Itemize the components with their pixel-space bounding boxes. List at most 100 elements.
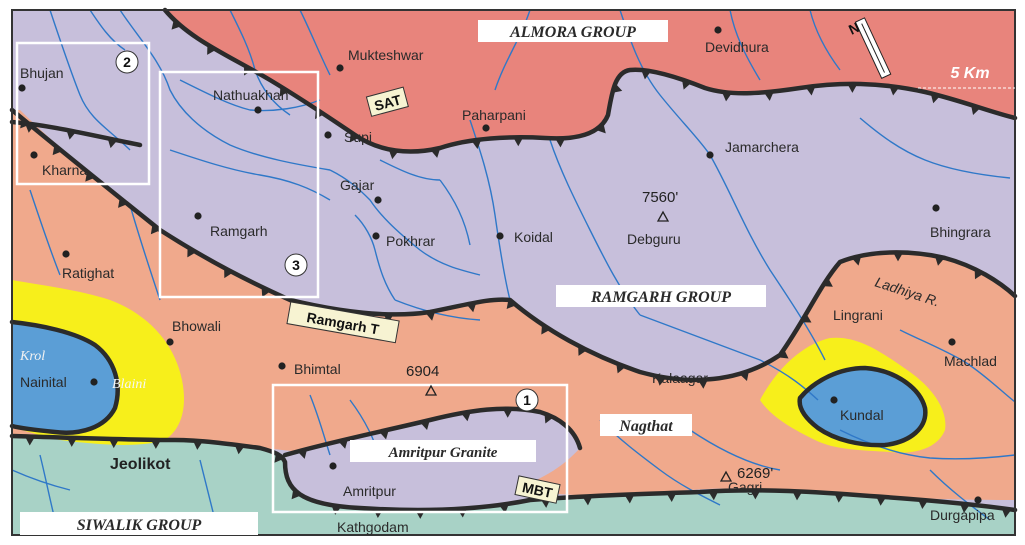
- thrust-tooth: [420, 420, 430, 430]
- place-label-paharpani: Paharpani: [462, 107, 526, 123]
- mbt-fault-label: MBT: [521, 479, 554, 501]
- thrust-tooth: [107, 138, 118, 149]
- thrust-tooth: [1001, 508, 1012, 518]
- place-label-bhujan: Bhujan: [20, 65, 64, 81]
- thrust-tooth: [616, 363, 626, 374]
- thrust-tooth: [544, 413, 554, 424]
- thrust-tooth: [279, 86, 289, 97]
- thrust-tooth: [425, 310, 436, 321]
- place-label-bhingrara: Bhingrara: [930, 224, 991, 240]
- sat-fault-label: SAT: [373, 91, 404, 114]
- kundal-contact: [797, 365, 928, 448]
- thrust-tooth: [763, 91, 774, 101]
- thrust-tooth: [721, 91, 732, 102]
- thrust-tooth: [331, 505, 342, 515]
- thrust-tooth: [24, 123, 35, 133]
- thrust-tooth: [822, 277, 833, 287]
- nagthat-label: Nagthat: [618, 418, 673, 435]
- peak-triangle-icon: [424, 384, 438, 396]
- place-dot-durgapipa: [974, 496, 982, 504]
- thrust-tooth: [502, 408, 513, 418]
- thrust-tooth: [697, 379, 708, 389]
- thrust-tooth: [612, 83, 623, 93]
- study-box-label-3: 3: [292, 257, 300, 273]
- place-dot-nathuakhan: [254, 106, 262, 114]
- place-label-kharna: Kharna: [42, 162, 87, 178]
- study-box-label-1: 1: [523, 392, 531, 408]
- place-label-supi: Supi: [344, 129, 372, 145]
- thrust-tooth: [876, 496, 887, 506]
- thrust-tooth: [466, 302, 477, 313]
- place-label-jamarchera: Jamarchera: [725, 139, 799, 155]
- place-dot-paharpani: [482, 124, 490, 132]
- study-area-boxes: [15, 41, 569, 514]
- place-label-ramgarh: Ramgarh: [210, 223, 268, 239]
- place-dot-kharna: [30, 151, 38, 159]
- thrust-tooth: [847, 83, 858, 93]
- thrust-tooth: [171, 19, 182, 30]
- place-label-durgapipa: Durgapipa: [930, 507, 995, 523]
- place-label-koidal: Koidal: [514, 229, 553, 245]
- peak-elevation-bhimtal: 6904: [406, 363, 439, 380]
- place-label-kathgodam: Kathgodam: [337, 519, 409, 535]
- thrust-tooth: [513, 137, 524, 147]
- thrust-tooth: [708, 491, 719, 501]
- thrust-tooth: [656, 375, 667, 386]
- study-box-2: [15, 41, 151, 186]
- thrust-tooth: [379, 429, 389, 440]
- siwalik-group-label: SIWALIK GROUP: [77, 517, 202, 534]
- thrust-tooth: [681, 79, 692, 90]
- place-dot-pokhrar: [372, 232, 380, 240]
- thrust-tooth: [851, 255, 862, 266]
- place-label-ratighat: Ratighat: [62, 265, 114, 281]
- thrust-tooth: [108, 438, 119, 449]
- thrust-tooth: [805, 85, 816, 96]
- thrust-tooth: [930, 93, 941, 104]
- place-dot-ramgarh: [194, 212, 202, 220]
- thrust-tooth: [750, 490, 761, 500]
- place-dot-amritpur: [329, 462, 337, 470]
- ramgarh-group-label: RAMGARH GROUP: [590, 289, 731, 306]
- thrust-tooth: [666, 492, 677, 502]
- place-label-mukteshwar: Mukteshwar: [348, 47, 424, 63]
- place-dot-mukteshwar: [336, 64, 344, 72]
- place-label-devidhura: Devidhura: [705, 39, 769, 55]
- peak-elevation-debguru: 7560': [642, 189, 678, 206]
- thrust-tooth: [207, 44, 217, 55]
- thrust-tooth: [66, 437, 77, 447]
- almora-group-label: ALMORA GROUP: [509, 24, 636, 41]
- study-box-3: [158, 70, 320, 299]
- place-label-gagri: Gagri: [728, 479, 762, 495]
- thrust-tooth: [291, 489, 302, 500]
- thrust-tooth: [24, 436, 35, 446]
- scale-label: 5 Km: [950, 65, 989, 82]
- thrust-tooth: [274, 452, 284, 463]
- place-dot-bhujan: [18, 84, 26, 92]
- thrust-tooth: [971, 104, 981, 115]
- thrust-teeth: [20, 19, 1012, 519]
- peak-elevation-gagri: 6269': [737, 465, 773, 482]
- peak-markers: 7560' 6904 6269': [406, 189, 773, 482]
- place-label-pokhrar: Pokhrar: [386, 233, 435, 249]
- thrust-tooth: [506, 298, 517, 309]
- place-dot-jamarchera: [706, 151, 714, 159]
- place-dot-devidhura: [714, 26, 722, 34]
- thrust-tooth: [582, 496, 593, 506]
- place-label-gajar: Gajar: [340, 177, 375, 193]
- place-label-nainital: Nainital: [20, 374, 67, 390]
- study-box-1: [271, 383, 569, 514]
- almora-group-unit: [165, 10, 1015, 152]
- krol-formation-unit-kundal: [799, 368, 926, 446]
- thrust-tooth: [834, 493, 845, 503]
- place-label-kalaagar: Kalaagar: [652, 370, 708, 386]
- thrust-tooth: [596, 123, 606, 134]
- thrust-tooth: [187, 247, 197, 258]
- place-label-amritpur: Amritpur: [343, 483, 396, 499]
- place-label-lingrani: Lingrani: [833, 307, 883, 323]
- thrust-tooth: [578, 345, 588, 356]
- thrust-tooth: [224, 267, 233, 279]
- place-label-kundal: Kundal: [840, 407, 884, 423]
- place-dot-ratighat: [62, 250, 70, 258]
